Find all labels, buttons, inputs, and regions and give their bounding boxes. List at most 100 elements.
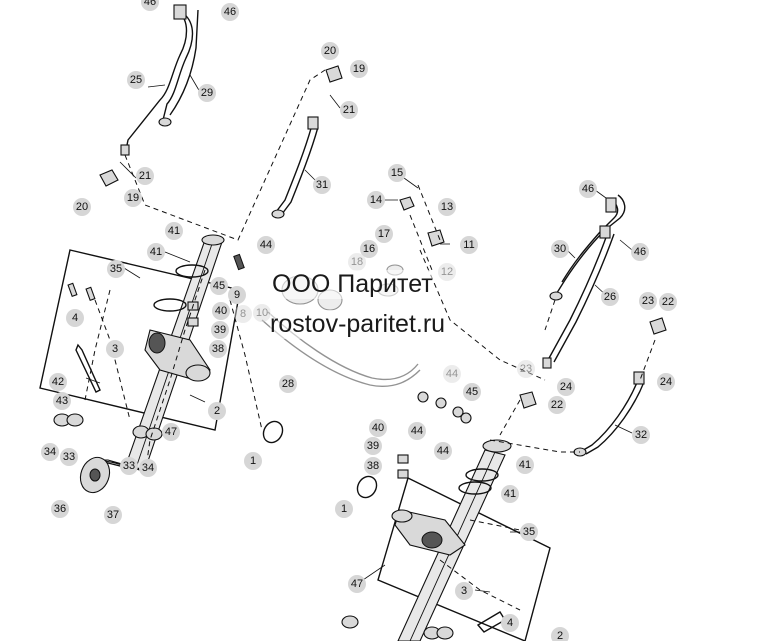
svg-text:10: 10 <box>256 307 268 319</box>
left-hoses <box>99 4 199 187</box>
svg-text:47: 47 <box>351 578 363 590</box>
callout-45: 45 <box>463 383 481 401</box>
svg-text:44: 44 <box>411 425 423 437</box>
svg-text:46: 46 <box>634 246 646 258</box>
callout-29: 29 <box>198 84 216 102</box>
svg-text:41: 41 <box>150 246 162 258</box>
svg-text:12: 12 <box>441 266 453 278</box>
left-cylinder-cap <box>201 234 225 246</box>
right-cylinder-cap <box>482 439 512 453</box>
svg-text:40: 40 <box>372 422 384 434</box>
callout-39: 39 <box>364 437 382 455</box>
callout-33: 33 <box>60 448 78 466</box>
callout-3: 3 <box>106 340 124 358</box>
svg-text:1: 1 <box>250 455 256 467</box>
callout-13: 13 <box>438 198 456 216</box>
callout-39: 39 <box>211 321 229 339</box>
svg-text:3: 3 <box>112 343 118 355</box>
svg-text:9: 9 <box>234 289 240 301</box>
callout-42: 42 <box>49 373 67 391</box>
svg-text:16: 16 <box>363 243 375 255</box>
right-middle-fittings <box>417 391 472 424</box>
callout-25: 25 <box>127 71 145 89</box>
callout-44: 44 <box>408 422 426 440</box>
callout-20: 20 <box>73 198 91 216</box>
svg-text:32: 32 <box>635 429 647 441</box>
svg-text:36: 36 <box>54 503 66 515</box>
svg-text:11: 11 <box>463 239 474 251</box>
right-o-ring <box>356 475 378 499</box>
callouts: 46 46 25 29 21 20 19 20 19 21 31 41 41 4… <box>41 0 677 641</box>
callout-46: 46 <box>579 180 597 198</box>
svg-text:34: 34 <box>142 462 154 474</box>
callout-44: 44 <box>257 236 275 254</box>
svg-text:14: 14 <box>370 194 382 206</box>
svg-text:35: 35 <box>110 263 122 275</box>
svg-text:17: 17 <box>378 228 390 240</box>
svg-text:4: 4 <box>507 617 513 629</box>
svg-text:22: 22 <box>662 296 674 308</box>
callout-2: 2 <box>551 627 569 641</box>
callout-15: 15 <box>388 164 406 182</box>
left-dashed-guides <box>84 69 326 476</box>
callout-23: 23 <box>517 360 535 378</box>
callout-40: 40 <box>212 302 230 320</box>
callout-17: 17 <box>375 225 393 243</box>
svg-text:31: 31 <box>316 179 328 191</box>
hose-32 <box>573 317 667 457</box>
callout-33: 33 <box>120 457 138 475</box>
right-hoses <box>519 194 626 409</box>
left-fitting-44 <box>233 253 245 271</box>
left-clamp-ring-lower <box>153 298 187 312</box>
left-cylinder-assembly <box>39 234 284 494</box>
callout-20: 20 <box>321 42 339 60</box>
svg-text:46: 46 <box>582 183 594 195</box>
svg-text:39: 39 <box>214 324 226 336</box>
right-clamp-ring-lower <box>458 481 492 495</box>
svg-text:41: 41 <box>519 459 531 471</box>
svg-text:33: 33 <box>63 451 75 463</box>
svg-text:44: 44 <box>446 368 458 380</box>
svg-text:21: 21 <box>139 170 151 182</box>
svg-text:45: 45 <box>213 280 225 292</box>
svg-text:21: 21 <box>343 104 355 116</box>
callout-41: 41 <box>147 243 165 261</box>
right-valve-block <box>391 509 466 556</box>
callout-19: 19 <box>124 189 142 207</box>
callout-35: 35 <box>107 260 125 278</box>
callout-4: 4 <box>66 309 84 327</box>
svg-text:19: 19 <box>353 63 365 75</box>
svg-text:33: 33 <box>123 460 135 472</box>
callout-9: 9 <box>228 286 246 304</box>
upper-middle-fittings <box>399 184 445 271</box>
svg-text:2: 2 <box>214 405 220 417</box>
callout-21: 21 <box>340 101 358 119</box>
callout-8: 8 <box>234 305 252 323</box>
svg-text:38: 38 <box>212 343 224 355</box>
callout-24: 24 <box>557 378 575 396</box>
callout-47: 47 <box>162 423 180 441</box>
callout-14: 14 <box>367 191 385 209</box>
watermark-company: ООО Паритет <box>272 270 433 299</box>
left-bushings <box>53 413 163 441</box>
svg-text:26: 26 <box>604 291 616 303</box>
right-mounting-plate <box>377 477 551 641</box>
callout-18: 18 <box>348 253 366 271</box>
callout-45: 45 <box>210 277 228 295</box>
callout-24: 24 <box>657 373 675 391</box>
callout-2: 2 <box>208 402 226 420</box>
callout-4: 4 <box>501 614 519 632</box>
svg-text:30: 30 <box>554 243 566 255</box>
right-bushings <box>341 615 454 640</box>
hose-31 <box>271 65 343 219</box>
right-dashed-guides <box>419 249 656 611</box>
svg-text:18: 18 <box>351 256 363 268</box>
svg-text:23: 23 <box>520 363 532 375</box>
svg-text:13: 13 <box>441 201 453 213</box>
svg-text:44: 44 <box>437 445 449 457</box>
svg-text:35: 35 <box>523 526 535 538</box>
svg-text:19: 19 <box>127 192 139 204</box>
svg-text:29: 29 <box>201 87 213 99</box>
callout-30: 30 <box>551 240 569 258</box>
